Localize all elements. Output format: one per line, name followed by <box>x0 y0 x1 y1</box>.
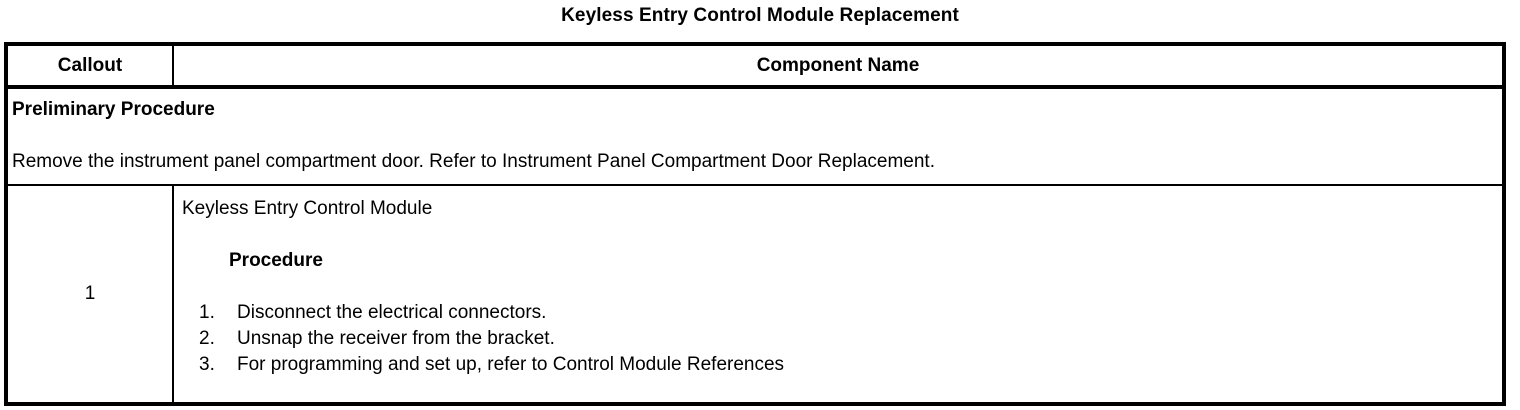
procedure-table: Callout Component Name Preliminary Proce… <box>4 42 1506 406</box>
step-text: Disconnect the electrical connectors. <box>237 302 547 323</box>
procedure-step-list: 1. Disconnect the electrical connectors.… <box>182 300 1496 378</box>
step-text: For programming and set up, refer to Con… <box>237 354 785 375</box>
step-number: 3. <box>199 354 215 375</box>
preliminary-procedure-heading: Preliminary Procedure <box>12 99 215 120</box>
step-number: 2. <box>199 328 215 349</box>
list-item: 3. For programming and set up, refer to … <box>182 352 1496 378</box>
step-number: 1. <box>199 302 215 323</box>
preliminary-procedure-text: Remove the instrument panel compartment … <box>12 151 935 172</box>
component-name-label: Keyless Entry Control Module <box>182 198 433 219</box>
column-header-callout: Callout <box>8 46 174 85</box>
step-text: Unsnap the receiver from the bracket. <box>237 328 555 349</box>
list-item: 1. Disconnect the electrical connectors. <box>182 300 1496 326</box>
procedure-heading: Procedure <box>229 250 323 271</box>
callout-number: 1 <box>8 186 174 402</box>
page-title: Keyless Entry Control Module Replacement <box>561 5 959 26</box>
list-item: 2. Unsnap the receiver from the bracket. <box>182 326 1496 352</box>
table-row: 1 Keyless Entry Control Module Procedure… <box>8 186 1502 402</box>
preliminary-procedure-row: Preliminary Procedure Remove the instrum… <box>8 89 1502 186</box>
component-details-cell: Keyless Entry Control Module Procedure 1… <box>174 186 1502 402</box>
column-header-component-name: Component Name <box>756 54 920 76</box>
table-header-row: Callout Component Name <box>8 46 1502 89</box>
